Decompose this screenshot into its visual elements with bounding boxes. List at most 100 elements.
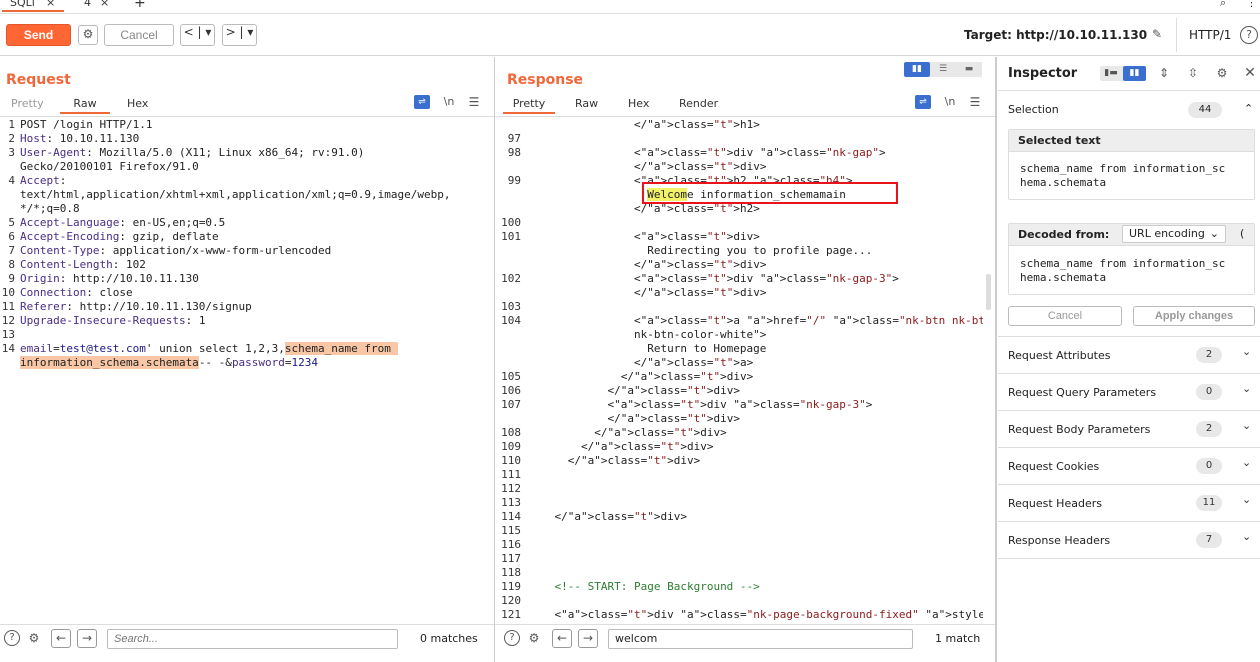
chevron-right-icon: > | ▾ [225, 25, 254, 39]
help-icon[interactable]: ? [4, 630, 20, 646]
split-vertical-icon[interactable]: ▮▮ [904, 62, 930, 77]
chevron-down-icon: ⌄ [1242, 382, 1252, 395]
back-button[interactable]: < | ▾ [180, 24, 215, 46]
collapse-all-icon[interactable]: ⇳ [1187, 66, 1199, 80]
line-number: 106 [501, 384, 521, 397]
tab-pretty[interactable]: Pretty [503, 96, 555, 114]
menu-icon[interactable]: ☰ [969, 95, 981, 109]
help-icon[interactable]: ? [1240, 26, 1258, 44]
request-line: Content-Length: 102 [20, 258, 146, 271]
cancel-button[interactable]: Cancel [104, 24, 174, 46]
search-input[interactable]: welcom [608, 629, 913, 649]
line-number: 121 [501, 608, 521, 621]
arrow-right-icon[interactable]: → [77, 629, 97, 648]
expand-all-icon[interactable]: ⇕ [1158, 66, 1170, 80]
response-line [528, 566, 983, 580]
line-number: 111 [501, 468, 521, 481]
close-icon[interactable]: × [100, 0, 110, 9]
line-number [497, 412, 521, 426]
search-input[interactable] [107, 629, 398, 649]
close-icon[interactable]: ✕ [1244, 65, 1256, 81]
wrap-lines-icon[interactable]: ⇌ [414, 95, 430, 109]
response-line: Welcome information_schemamain [647, 188, 846, 201]
section-request-attributes[interactable]: Request Attributes 2 ⌄ [998, 337, 1260, 374]
menu-icon[interactable]: ☰ [468, 95, 480, 109]
decoding-select[interactable]: URL encoding⌄ [1122, 225, 1226, 243]
search-icon[interactable]: ⌕ [1220, 0, 1227, 9]
send-button[interactable]: Send [6, 24, 71, 46]
line-number: 2 [8, 132, 15, 145]
match-count: 1 match [935, 632, 981, 645]
request-line: Accept-Language: en-US,en;q=0.5 [20, 216, 226, 229]
selected-text-box: Selected text schema_name from informati… [1008, 129, 1255, 200]
settings-gear-icon[interactable]: ⚙ [78, 25, 98, 45]
section-request-body-parameters[interactable]: Request Body Parameters 2 ⌄ [998, 411, 1260, 448]
line-number [497, 286, 521, 300]
section-response-headers[interactable]: Response Headers 7 ⌄ [998, 522, 1260, 559]
request-line: Referer: http://10.10.11.130/signup [20, 300, 252, 313]
help-icon[interactable]: ? [504, 630, 520, 646]
arrow-right-icon[interactable]: → [578, 629, 598, 648]
arrow-left-icon[interactable]: ← [51, 629, 71, 648]
response-line: </"a">class="t">div> [528, 440, 714, 453]
response-line: </"a">class="t">h2> [528, 202, 760, 215]
split-horizontal-icon[interactable]: ☰ [930, 62, 956, 77]
tab-sqli[interactable]: SQLi × [2, 0, 64, 12]
section-request-cookies[interactable]: Request Cookies 0 ⌄ [998, 448, 1260, 485]
line-number [497, 328, 521, 342]
more-options-icon[interactable]: ( [1240, 227, 1245, 240]
scrollbar-thumb[interactable] [986, 274, 991, 310]
settings-gear-icon[interactable]: ⚙ [1216, 66, 1228, 80]
apply-changes-button[interactable]: Apply changes [1133, 306, 1255, 326]
http-version[interactable]: HTTP/1 [1189, 28, 1232, 42]
line-number: 3 [8, 146, 15, 159]
tab-raw[interactable]: Raw [575, 97, 599, 110]
newline-icon[interactable]: \n [443, 95, 455, 108]
response-line: nk-btn-color-white"> [528, 328, 767, 341]
tab-hex[interactable]: Hex [127, 97, 149, 110]
close-icon[interactable]: × [46, 0, 56, 9]
layout-columns-icon[interactable]: ▮▮ [1123, 66, 1146, 81]
section-request-query-parameters[interactable]: Request Query Parameters 0 ⌄ [998, 374, 1260, 411]
tab-pretty[interactable]: Pretty [11, 97, 44, 110]
newline-icon[interactable]: \n [944, 95, 956, 108]
line-number: 14 [1, 342, 15, 355]
tab-render[interactable]: Render [679, 97, 719, 110]
section-request-headers[interactable]: Request Headers 11 ⌄ [998, 485, 1260, 522]
arrow-left-icon[interactable]: ← [552, 629, 572, 648]
target-label: Target: http://10.10.11.130 [964, 28, 1148, 42]
layout-list-icon[interactable]: ▮▬ [1104, 68, 1118, 78]
settings-gear-icon[interactable]: ⚙ [28, 631, 40, 645]
count-badge: 2 [1196, 421, 1222, 437]
edit-pencil-icon[interactable]: ✎ [1151, 27, 1163, 41]
wrap-lines-icon[interactable]: ⇌ [915, 95, 931, 109]
toolbar: Send ⚙ Cancel < | ▾ > | ▾ Target: http:/… [0, 14, 1260, 56]
settings-gear-icon[interactable]: ⚙ [528, 631, 540, 645]
tab-hex[interactable]: Hex [628, 97, 650, 110]
chevron-up-icon[interactable]: ⌃ [1244, 102, 1254, 115]
response-line: Return to Homepage [528, 342, 767, 355]
response-line: </"a">class="t">div> [528, 426, 727, 439]
request-line: information_schema.schemata-- -&password… [20, 356, 319, 369]
forward-button[interactable]: > | ▾ [222, 24, 257, 46]
cancel-button[interactable]: Cancel [1008, 306, 1122, 326]
line-number: 115 [501, 524, 521, 537]
add-tab-icon[interactable]: + [134, 0, 146, 11]
chevron-down-icon: ⌄ [1242, 419, 1252, 432]
response-line: <"a">class="t">div "a">class="nk-gap-3"> [528, 398, 873, 411]
response-line: </"a">class="t">div> [528, 412, 740, 425]
tab-raw[interactable]: Raw [60, 96, 110, 114]
response-line: <"a">class="t">a "a">href="/" "a">class=… [528, 314, 983, 327]
chevron-down-icon: ⌄ [1209, 227, 1219, 240]
request-line: POST /login HTTP/1.1 [20, 118, 153, 131]
layout-toggle: ▮▮ ☰ ▬ [904, 62, 982, 77]
tab-4-label: 4 [84, 0, 91, 9]
single-pane-icon[interactable]: ▬ [956, 62, 982, 77]
more-icon[interactable]: ⋮ [1246, 0, 1257, 9]
pane-divider[interactable] [995, 57, 997, 662]
pane-divider[interactable] [494, 57, 495, 662]
tab-4[interactable]: 4 × [78, 0, 118, 12]
